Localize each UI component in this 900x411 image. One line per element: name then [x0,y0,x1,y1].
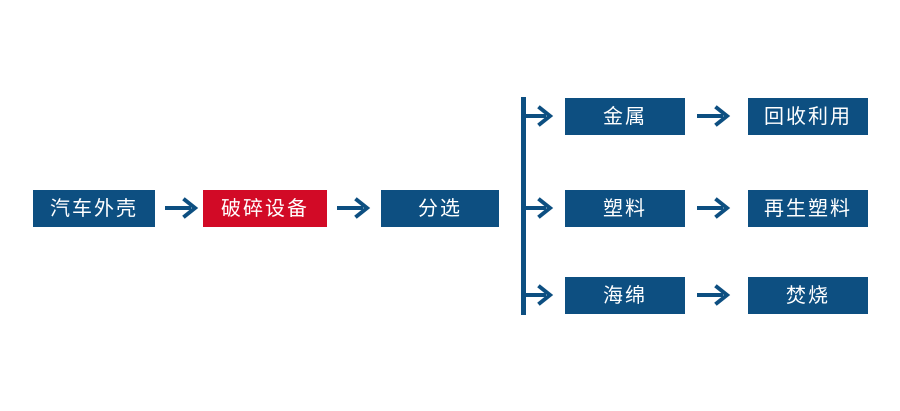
node-destination-regenerated-plastic[interactable]: 再生塑料 [748,190,868,227]
arrow-right-icon-shell-to-crusher [165,195,201,221]
node-material-sponge[interactable]: 海绵 [565,277,685,314]
arrow-right-icon-crusher-to-sorting [337,195,373,221]
node-destination-recycle[interactable]: 回收利用 [748,98,868,135]
arrow-right-icon-sponge-to-incineration [697,282,733,308]
node-material-metal[interactable]: 金属 [565,98,685,135]
arrow-right-icon-plastic-to-regenerated [697,195,733,221]
branch-arrow-right-icon-to-sponge [524,283,556,307]
node-input-car-shell[interactable]: 汽车外壳 [33,190,155,227]
node-process-crusher-equipment[interactable]: 破碎设备 [203,190,327,227]
node-process-sorting[interactable]: 分选 [381,190,499,227]
node-material-plastic[interactable]: 塑料 [565,190,685,227]
branch-arrow-right-icon-to-plastic [524,196,556,220]
arrow-right-icon-metal-to-recycle [697,103,733,129]
branch-arrow-right-icon-to-metal [524,104,556,128]
node-destination-incineration[interactable]: 焚烧 [748,277,868,314]
